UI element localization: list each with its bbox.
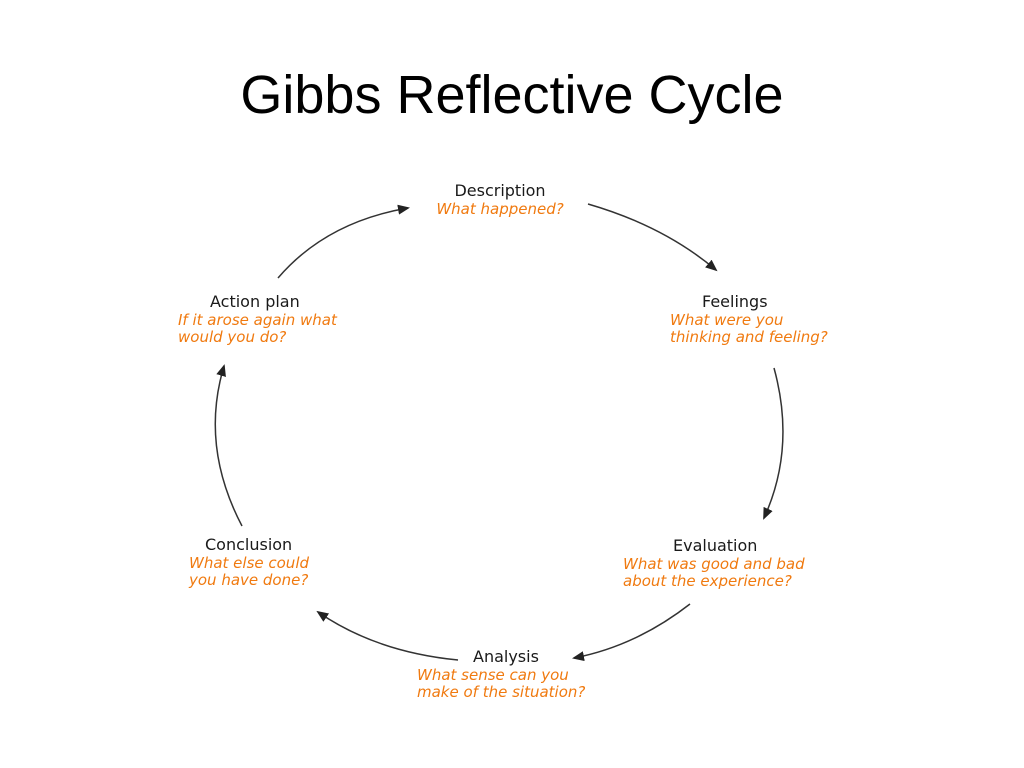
stage-name: Conclusion xyxy=(205,535,293,554)
arrow-description-to-feelings xyxy=(587,203,718,272)
arrow-conclusion-to-action-plan xyxy=(214,364,243,527)
arrow-feelings-to-evaluation xyxy=(763,367,784,520)
stage-action-plan: Action plan If it arose again what would… xyxy=(178,292,398,346)
stage-analysis: Analysis What sense can you make of the … xyxy=(417,647,637,701)
stage-question: What sense can you make of the situation… xyxy=(417,666,586,701)
arrow-analysis-to-conclusion xyxy=(316,610,459,661)
stage-name: Action plan xyxy=(210,292,300,311)
stage-name: Analysis xyxy=(473,647,539,666)
stage-question: If it arose again what would you do? xyxy=(178,311,337,346)
stage-question: What else could you have done? xyxy=(189,554,310,589)
stage-conclusion: Conclusion What else could you have done… xyxy=(189,535,369,589)
stage-evaluation: Evaluation What was good and bad about t… xyxy=(623,536,863,590)
stage-name: Feelings xyxy=(702,292,768,311)
slide-title: Gibbs Reflective Cycle xyxy=(240,65,784,125)
arrow-action-plan-to-description xyxy=(277,204,410,279)
stage-feelings: Feelings What were you thinking and feel… xyxy=(670,292,880,346)
stage-question: What were you thinking and feeling? xyxy=(670,311,828,346)
stage-description: Description What happened? xyxy=(410,181,590,218)
stage-name: Evaluation xyxy=(673,536,758,555)
arrow-evaluation-to-analysis xyxy=(572,603,691,662)
stage-question: What was good and bad about the experien… xyxy=(623,555,805,590)
stage-name: Description xyxy=(454,181,546,200)
stage-question: What happened? xyxy=(436,200,564,218)
